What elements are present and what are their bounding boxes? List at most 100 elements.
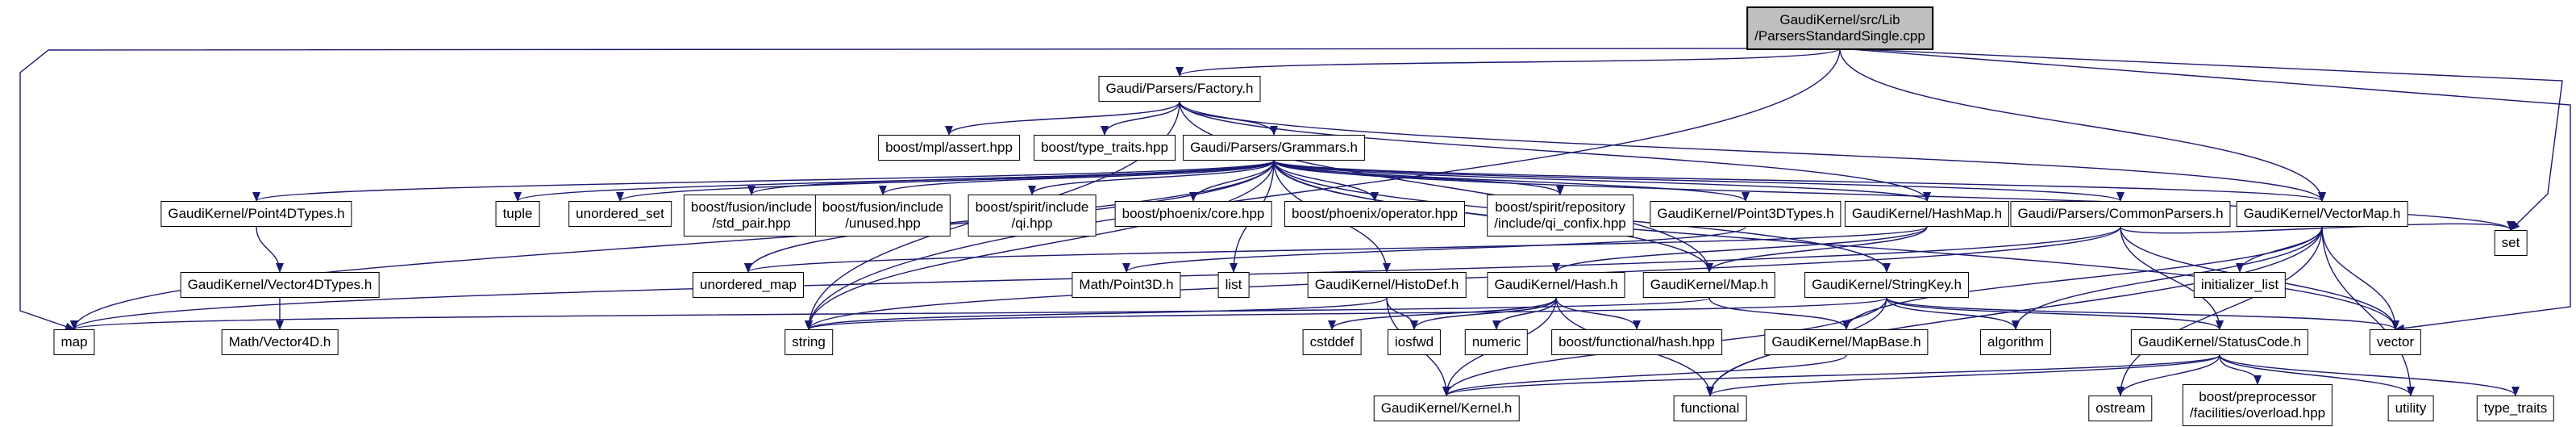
graph-node-phoenix_core[interactable]: boost/phoenix/core.hpp	[1114, 201, 1272, 227]
include-edge-root--map	[19, 48, 1841, 331]
include-edge-statuscode--utility	[2219, 354, 2415, 396]
graph-node-cstddef[interactable]: cstddef	[1302, 329, 1362, 355]
graph-node-algorithm[interactable]: algorithm	[1980, 329, 2051, 355]
include-edge-grammars--set	[1273, 160, 2515, 231]
graph-node-hash[interactable]: GaudiKernel/Hash.h	[1487, 272, 1625, 298]
include-edge-grammars--hashmap	[1273, 160, 1931, 202]
include-edge-statuscode--ostream	[2116, 354, 2220, 396]
include-edge-factory--type_traits_hpp	[1101, 101, 1180, 136]
graph-node-statuscode[interactable]: GaudiKernel/StatusCode.h	[2130, 329, 2309, 355]
include-edge-root--vector	[1839, 48, 2571, 333]
include-edge-vectormap--initializer_list	[2236, 226, 2323, 273]
include-edge-grammars--common_parsers	[1273, 160, 2124, 202]
include-edge-point3d--math_point3d	[1122, 226, 1746, 273]
include-edge-factory--vectormap	[1179, 101, 2326, 202]
include-edge-histodef--string	[805, 297, 1388, 330]
include-edge-grammars--qi	[1028, 160, 1275, 195]
graph-node-type_traits[interactable]: type_traits	[2476, 396, 2555, 421]
include-edge-hashmap--hash	[1552, 226, 1928, 273]
graph-node-vector[interactable]: vector	[2369, 329, 2422, 355]
include-edge-map_h--map	[70, 297, 1710, 330]
graph-node-math_vector4d[interactable]: Math/Vector4D.h	[221, 329, 339, 355]
include-edge-root--set	[1839, 48, 2563, 231]
include-edge-root--vectormap	[1839, 48, 2326, 202]
include-edge-hash--cstddef	[1328, 297, 1557, 330]
graph-node-qi_confix[interactable]: boost/spirit/repository /include/qi_conf…	[1487, 195, 1633, 237]
graph-node-grammars[interactable]: Gaudi/Parsers/Grammars.h	[1183, 135, 1365, 161]
graph-node-ostream[interactable]: ostream	[2088, 396, 2153, 421]
graph-node-point3d[interactable]: GaudiKernel/Point3DTypes.h	[1650, 201, 1841, 227]
include-edge-vectormap--vector	[2321, 226, 2399, 330]
include-edge-statuscode--overload	[2219, 354, 2262, 385]
include-edge-grammars--std_pair	[747, 160, 1275, 195]
include-edge-grammars--point4d	[252, 160, 1275, 202]
graph-node-math_point3d[interactable]: Math/Point3D.h	[1072, 272, 1181, 298]
include-edge-point4d--vector4d	[256, 226, 284, 273]
graph-node-string[interactable]: string	[784, 329, 833, 355]
graph-node-mapbase[interactable]: GaudiKernel/MapBase.h	[1764, 329, 1929, 355]
include-edge-grammars--point3d	[1273, 160, 1750, 202]
include-edge-common_parsers--set	[2120, 220, 2515, 234]
include-edge-grammars--vector	[1273, 160, 2399, 330]
include-edge-grammars--string	[805, 160, 1275, 330]
include-edge-map_h--mapbase	[1708, 297, 1850, 330]
graph-node-std_pair[interactable]: boost/fusion/include /std_pair.hpp	[683, 195, 820, 237]
graph-node-tuple[interactable]: tuple	[495, 201, 540, 227]
include-edge-grammars--phoenix_operator	[1273, 160, 1379, 202]
graph-node-overload[interactable]: boost/preprocessor /facilities/overload.…	[2182, 384, 2333, 426]
graph-node-unused[interactable]: boost/fusion/include /unused.hpp	[814, 195, 951, 237]
include-edge-grammars--unused	[879, 160, 1275, 195]
include-edge-factory--mpl_assert	[945, 101, 1180, 136]
include-edge-hash--boost_hash	[1555, 297, 1641, 330]
graph-node-set[interactable]: set	[2494, 230, 2528, 256]
graph-node-common_parsers[interactable]: Gaudi/Parsers/CommonParsers.h	[2010, 201, 2231, 227]
include-edge-grammars--qi_confix	[1273, 160, 1564, 195]
include-edge-vectormap--algorithm	[2012, 226, 2323, 330]
graph-node-stringkey[interactable]: GaudiKernel/StringKey.h	[1804, 272, 1969, 298]
graph-node-factory[interactable]: Gaudi/Parsers/Factory.h	[1098, 76, 1261, 102]
edges-group	[19, 48, 2571, 396]
graph-node-map_h[interactable]: GaudiKernel/Map.h	[1642, 272, 1776, 298]
graph-node-vectormap[interactable]: GaudiKernel/VectorMap.h	[2236, 201, 2408, 227]
graph-node-initializer_list[interactable]: initializer_list	[2193, 272, 2287, 298]
graph-node-iosfwd[interactable]: iosfwd	[1387, 329, 1442, 355]
graph-node-point4d[interactable]: GaudiKernel/Point4DTypes.h	[160, 201, 352, 227]
graph-node-hashmap[interactable]: GaudiKernel/HashMap.h	[1844, 201, 2010, 227]
include-edge-grammars--map	[70, 160, 1275, 330]
include-edge-stringkey--vector	[1886, 297, 2399, 330]
graph-node-unordered_map[interactable]: unordered_map	[692, 272, 805, 298]
include-edge-factory--map_h	[1179, 101, 1713, 273]
graph-node-qi[interactable]: boost/spirit/include /qi.hpp	[968, 195, 1097, 237]
graph-node-histodef[interactable]: GaudiKernel/HistoDef.h	[1307, 272, 1467, 298]
graph-node-phoenix_operator[interactable]: boost/phoenix/operator.hpp	[1284, 201, 1466, 227]
include-edge-mapbase--kernel	[1442, 354, 1847, 396]
graph-node-list[interactable]: list	[1217, 272, 1250, 298]
include-edge-stringkey--statuscode	[1886, 297, 2224, 330]
include-edge-vectormap--utility	[2321, 226, 2415, 396]
include-edge-statuscode--kernel	[1442, 354, 2220, 396]
include-edge-statuscode--functional	[1706, 354, 2220, 396]
include-edge-stringkey--algorithm	[1886, 297, 2020, 330]
include-edge-vectormap--functional	[1706, 226, 2323, 396]
graph-node-unordered_set[interactable]: unordered_set	[568, 201, 672, 227]
graph-node-boost_hash[interactable]: boost/functional/hash.hpp	[1551, 329, 1722, 355]
graph-node-map[interactable]: map	[53, 329, 95, 355]
include-edge-hash--iosfwd	[1410, 297, 1557, 330]
graph-node-utility[interactable]: utility	[2387, 396, 2434, 421]
include-edge-vectormap--mapbase	[1842, 226, 2323, 330]
include-edge-hashmap--unordered_map	[744, 226, 1928, 273]
include-edge-root--factory	[1176, 48, 1841, 77]
graph-node-mpl_assert[interactable]: boost/mpl/assert.hpp	[878, 135, 1020, 161]
include-edge-hashmap--map_h	[1705, 226, 1928, 273]
graph-node-kernel[interactable]: GaudiKernel/Kernel.h	[1373, 396, 1520, 421]
graph-node-type_traits_hpp[interactable]: boost/type_traits.hpp	[1034, 135, 1176, 161]
graph-node-functional[interactable]: functional	[1673, 396, 1747, 421]
include-edge-stringkey--string	[805, 297, 1887, 330]
graph-node-vector4d[interactable]: GaudiKernel/Vector4DTypes.h	[180, 272, 380, 298]
include-edge-grammars--vectormap	[1273, 160, 2326, 202]
include-edge-hash--numeric	[1492, 297, 1557, 330]
graph-node-numeric[interactable]: numeric	[1464, 329, 1529, 355]
include-edge-statuscode--type_traits	[2219, 354, 2520, 396]
